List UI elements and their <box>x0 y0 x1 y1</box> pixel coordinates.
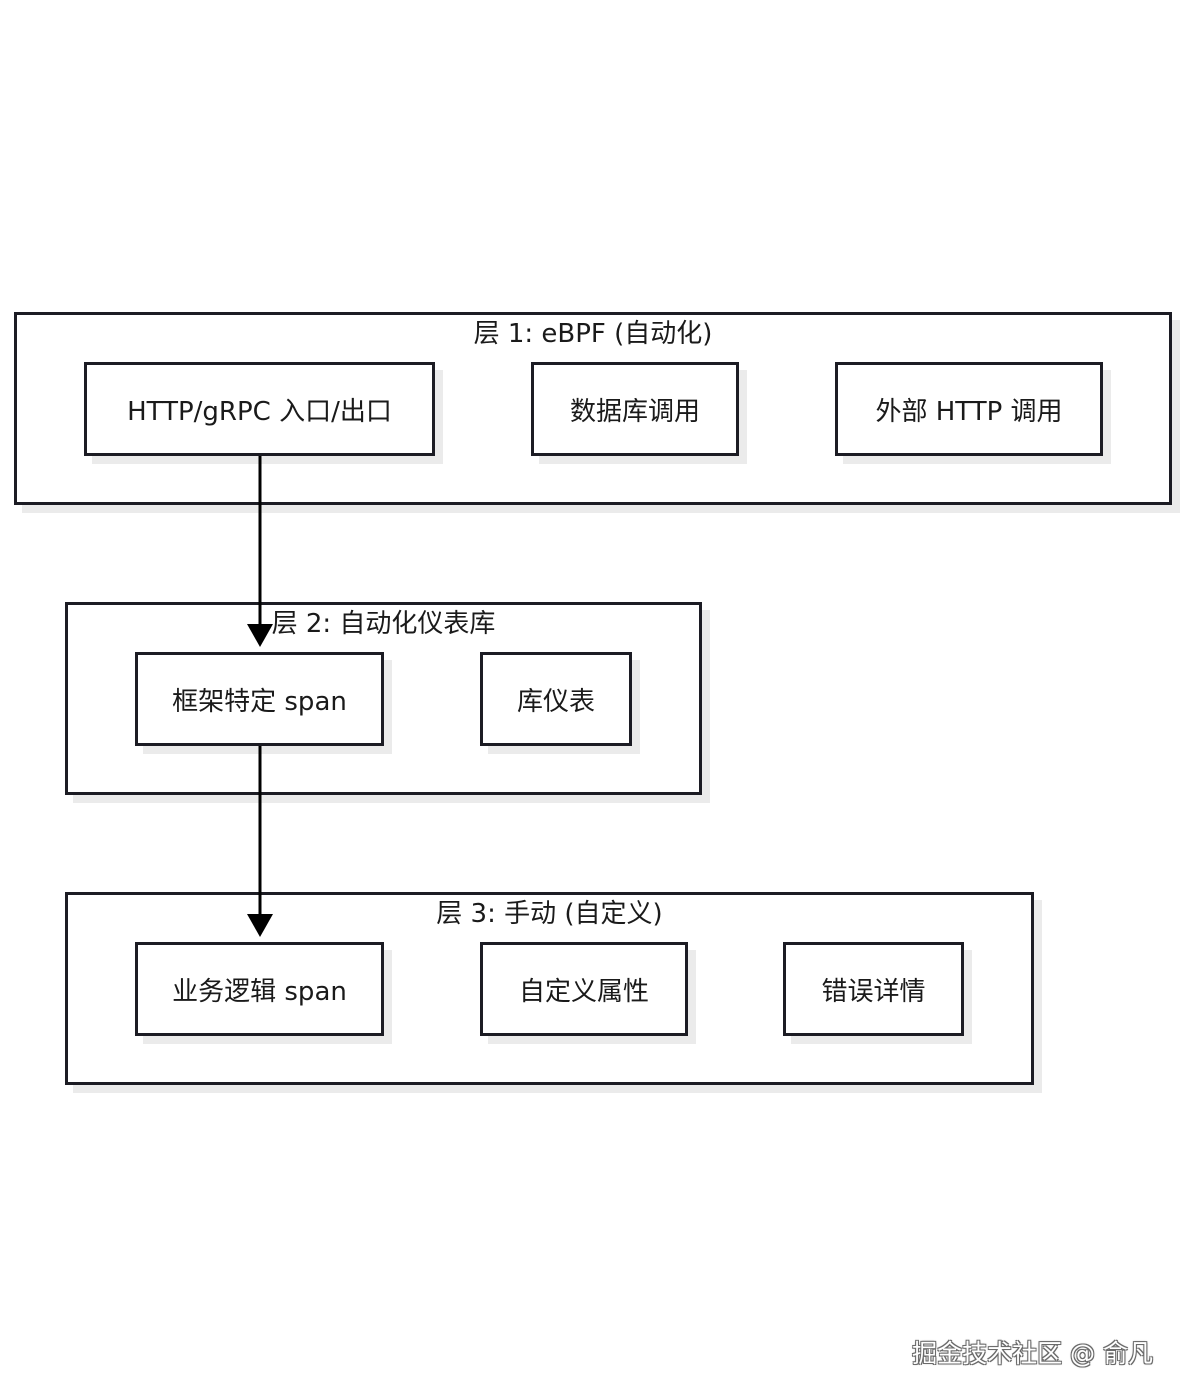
layer-1-title: 层 1: eBPF (自动化) <box>473 319 713 349</box>
node-business-logic-span: 业务逻辑 span <box>135 942 384 1036</box>
node-framework-specific-span: 框架特定 span <box>135 652 384 746</box>
watermark: 掘金技术社区 @ 俞凡 <box>912 1339 1153 1368</box>
node-http-grpc-ingress-egress: HTTP/gRPC 入口/出口 <box>84 362 435 456</box>
layer-3-title: 层 3: 手动 (自定义) <box>436 899 663 929</box>
node-error-details: 错误详情 <box>783 942 964 1036</box>
layer-2-title: 层 2: 自动化仪表库 <box>271 609 496 639</box>
node-database-calls: 数据库调用 <box>531 362 739 456</box>
node-external-http-calls: 外部 HTTP 调用 <box>835 362 1103 456</box>
node-library-instrumentation: 库仪表 <box>480 652 632 746</box>
node-custom-attributes: 自定义属性 <box>480 942 688 1036</box>
